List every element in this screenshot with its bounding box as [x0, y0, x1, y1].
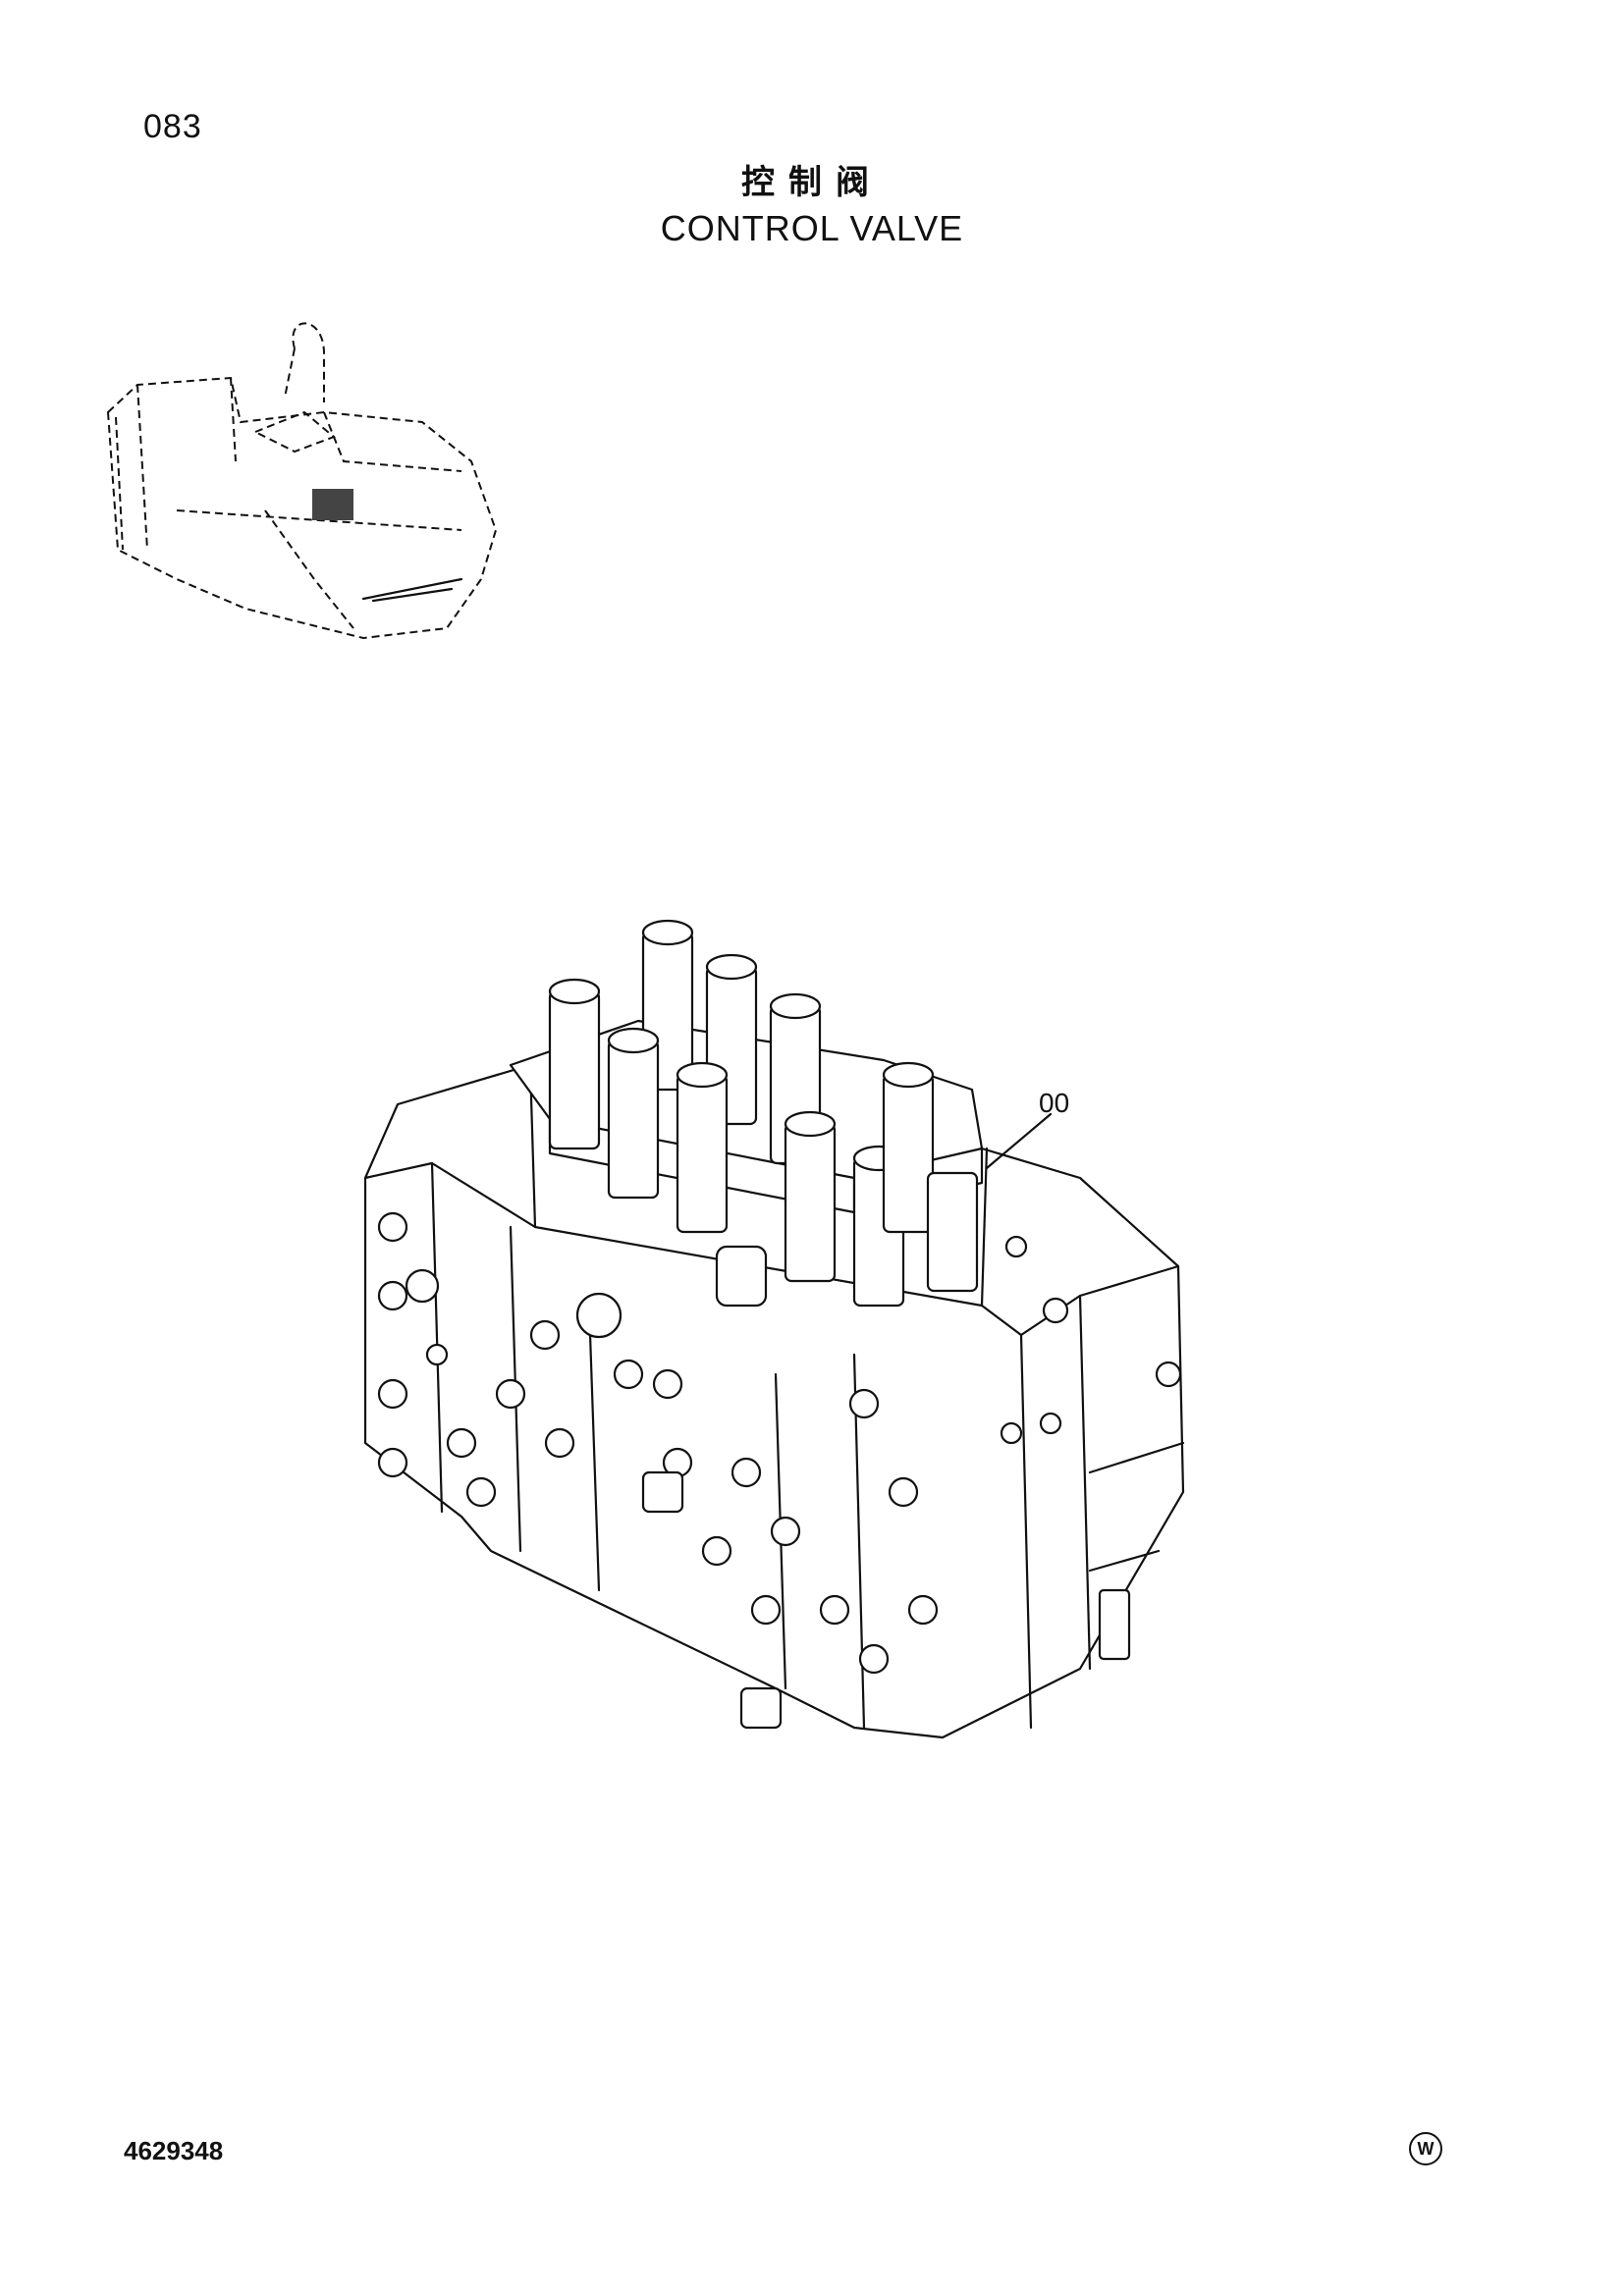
part-callout-label: 00 [1039, 1088, 1070, 1118]
title-chinese: 控制阀 [741, 163, 883, 202]
drawing-part-code: 4629348 [124, 2136, 224, 2165]
control-valve-illustration [363, 919, 1185, 1739]
footer-mark-symbol: W [1409, 2132, 1442, 2165]
page-number: 083 [143, 108, 202, 145]
control-valve-location-marker [312, 489, 353, 520]
excavator-locator-illustration [106, 322, 498, 640]
title-english: CONTROL VALVE [660, 208, 964, 248]
